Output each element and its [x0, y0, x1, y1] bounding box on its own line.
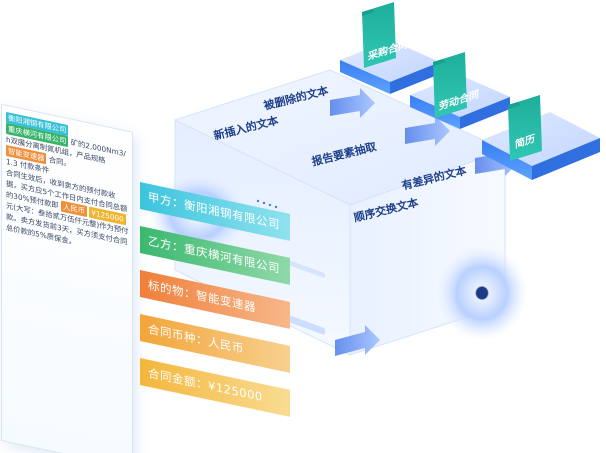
output-arrow: [335, 325, 380, 356]
input-arrow-2: [405, 116, 450, 146]
folder-labor: [433, 52, 467, 118]
server-labor: [410, 52, 510, 129]
contract-text: 衡阳湘钢有限公司 重庆横河有限公司 矿的2,000Nm3/h双膜分离制氮机组，产…: [6, 111, 130, 259]
server-resume: [482, 95, 600, 180]
right-lens: [436, 245, 528, 341]
dotted-line: [256, 199, 278, 209]
input-arrow-1: [330, 88, 375, 118]
folder-resume: [508, 95, 542, 161]
text-body-2: 合同。: [48, 154, 71, 169]
server-procurement: [340, 2, 440, 94]
folder-procurement: [362, 2, 396, 68]
contract-document: 衡阳湘钢有限公司 重庆横河有限公司 矿的2,000Nm3/h双膜分离制氮机组，产…: [2, 105, 132, 453]
